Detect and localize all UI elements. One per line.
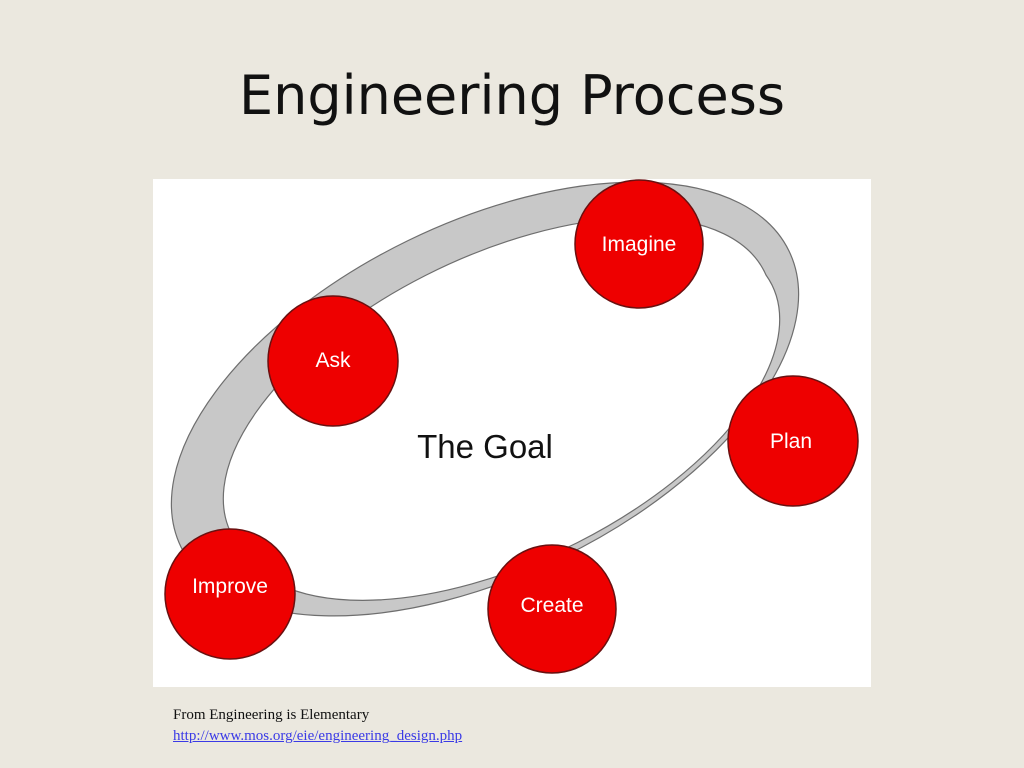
step-label-improve: Improve — [192, 575, 268, 598]
source-link[interactable]: http://www.mos.org/eie/engineering_desig… — [173, 728, 463, 744]
step-label-create: Create — [520, 594, 583, 617]
slide-title: Engineering Process — [238, 64, 785, 127]
create-circle — [487, 544, 617, 674]
step-node-imagine: Imagine — [574, 179, 704, 309]
imagine-circle — [574, 179, 704, 309]
step-node-ask: Ask — [267, 295, 399, 427]
goal-label: The Goal — [417, 428, 553, 465]
improve-circle — [164, 528, 296, 660]
step-node-create: Create — [487, 544, 617, 674]
plan-circle — [727, 375, 859, 507]
step-label-plan: Plan — [770, 430, 812, 453]
step-node-improve: Improve — [164, 528, 296, 660]
step-label-imagine: Imagine — [602, 233, 677, 256]
ask-circle — [267, 295, 399, 427]
source-text: From Engineering is Elementary — [173, 707, 370, 723]
cycle-diagram-svg: Imagine Plan Create Improve Ask The Goal — [164, 179, 859, 674]
step-node-plan: Plan — [727, 375, 859, 507]
source-caption: From Engineering is Elementary http://ww… — [173, 705, 462, 747]
step-label-ask: Ask — [315, 349, 351, 372]
engineering-process-diagram: Imagine Plan Create Improve Ask The Goal — [153, 179, 871, 687]
